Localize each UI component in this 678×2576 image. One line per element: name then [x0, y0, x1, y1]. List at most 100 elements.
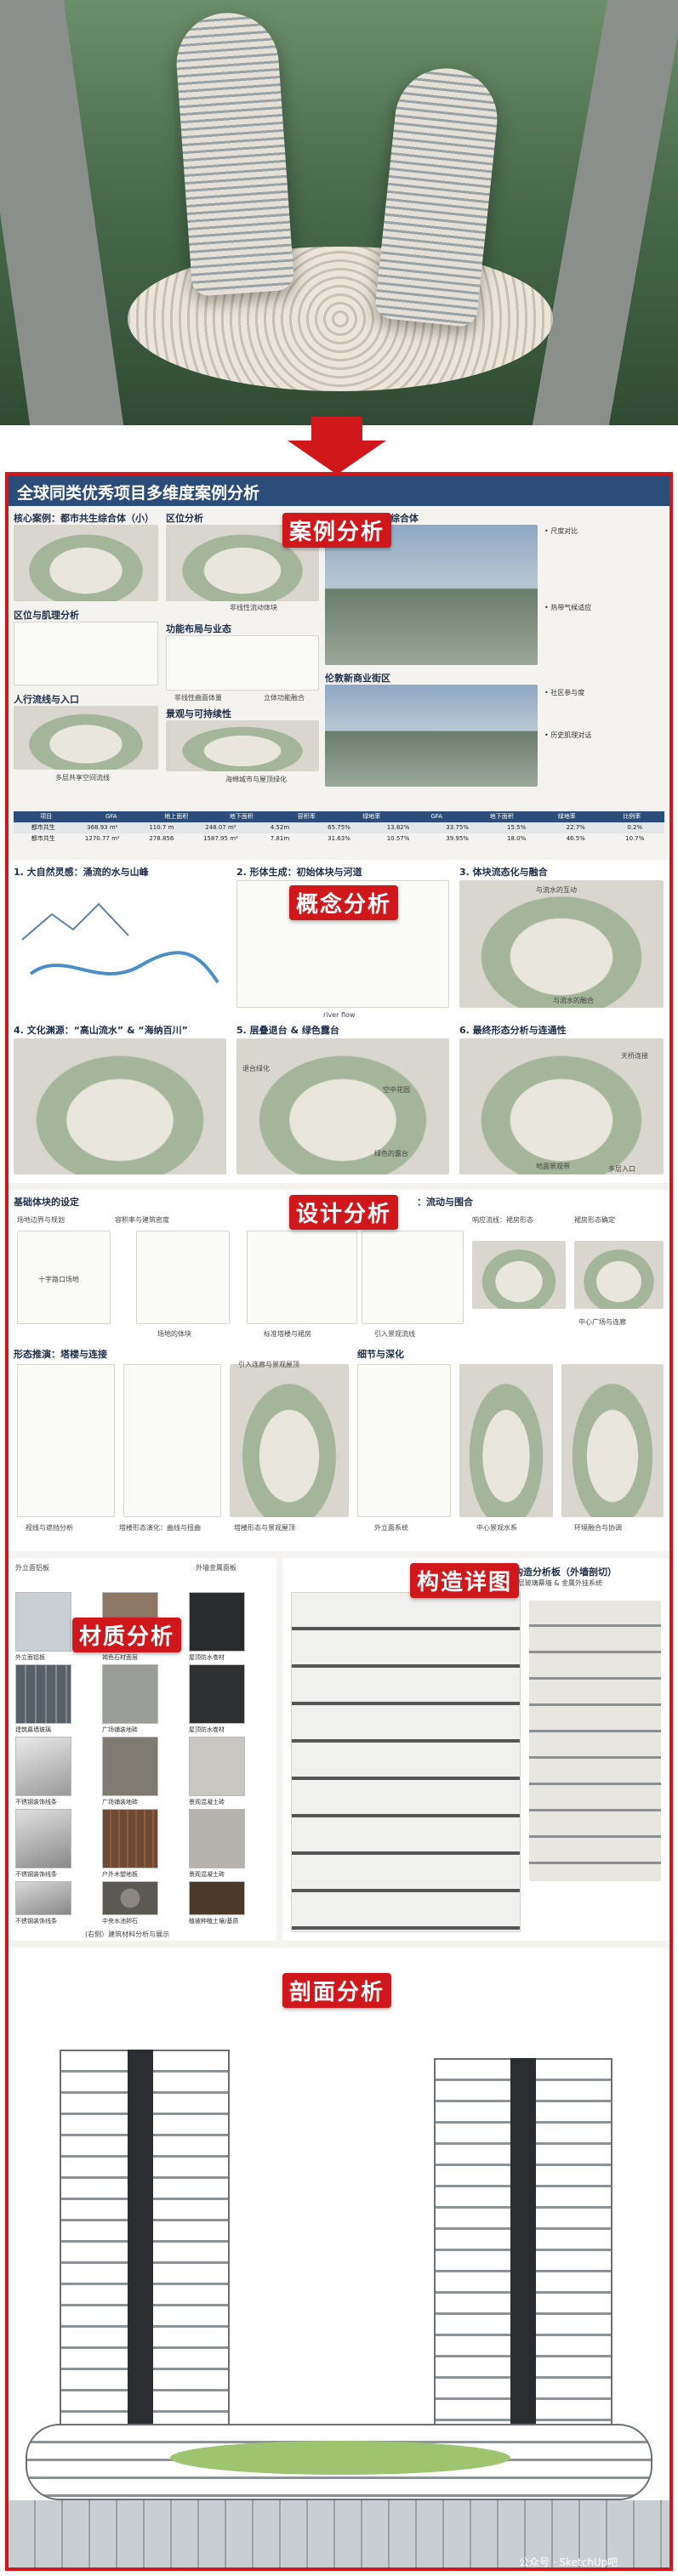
shape-title: 形态推演：塔楼与连接 — [14, 1349, 107, 1360]
central-garden — [170, 2441, 510, 2475]
caption: 标准塔楼与裙房 — [264, 1330, 311, 1338]
table-cell: 33.75% — [446, 824, 469, 831]
material-label: 建筑幕墙玻璃 — [15, 1726, 51, 1733]
table-cell: 0.2% — [627, 824, 643, 831]
landscape-label: 景观与可持续性 — [166, 708, 231, 719]
annotation: 天桥连接 — [621, 1052, 648, 1060]
table-row: 都市共生 1270.77 m² 278.856 1587.95 m² 7.81m… — [14, 833, 664, 844]
table-cell: 4.52m — [270, 824, 290, 831]
analysis-board: 全球同类优秀项目多维度案例分析 核心案例：都市共生综合体（小） 区位与肌理分析 … — [5, 472, 673, 2571]
facade-system-diagram — [357, 1364, 451, 1517]
table-cell: 1587.95 m² — [203, 835, 238, 842]
construction-detail-stamp: 构造详图 — [410, 1563, 520, 1598]
material-swatch — [102, 1664, 158, 1724]
annotation: 绿色的露台 — [374, 1150, 408, 1157]
material-swatch — [15, 1881, 71, 1915]
material-swatch — [102, 1737, 158, 1796]
caption: 外立面系统 — [374, 1524, 408, 1532]
table-head-cell: 地下面积 — [489, 813, 514, 820]
concept-step: 6. 最终形态分析与连通性 — [459, 1025, 567, 1036]
concept-step: 2. 形体生成：初始体块与河道 — [236, 867, 362, 878]
facade-3d-render — [529, 1601, 661, 1881]
case-analysis-stamp: 案例分析 — [282, 513, 392, 548]
material-label: 不锈钢装饰线条 — [15, 1871, 57, 1878]
table-cell: 18.0% — [507, 835, 527, 842]
material-label: 不锈钢装饰线条 — [15, 1799, 57, 1805]
comparison-table: 项目 GFA 地上面积 地下面积 容积率 绿地率 GFA 地下面积 绿地率 比例… — [14, 811, 664, 856]
hero-aerial-render — [0, 0, 678, 425]
table-cell: 7.81m — [270, 835, 290, 842]
annotation: 与流水的融合 — [553, 997, 594, 1004]
table-head-cell: 地上面积 — [164, 813, 189, 820]
board-header: 全球同类优秀项目多维度案例分析 — [9, 475, 669, 506]
table-head-cell: 绿地率 — [557, 813, 576, 820]
caption: 多层共享空间流线 — [55, 774, 110, 782]
caption: 海绵城市与屋顶绿化 — [225, 776, 287, 783]
landscape-flow-diagram — [362, 1231, 464, 1324]
basement-levels — [9, 2500, 669, 2567]
material-label: 植被种植土壤/基质 — [189, 1918, 239, 1925]
annotation: 多层入口 — [608, 1165, 635, 1173]
table-cell: 1270.77 m² — [84, 835, 120, 842]
culture-origin-diagram — [14, 1038, 226, 1174]
annotation: 空中花园 — [383, 1086, 410, 1094]
concept-analysis-stamp: 概念分析 — [289, 885, 399, 920]
material-label: 广场铺装地砖 — [102, 1799, 138, 1805]
table-cell: 都市共生 — [31, 824, 55, 831]
caption: 塔楼形态演化：曲线与扭曲 — [119, 1524, 201, 1532]
caption: 响应流线：裙房形态 — [472, 1216, 533, 1224]
design-left-title: 基础体块的设定 — [14, 1197, 79, 1208]
caption: 立体功能融合 — [264, 694, 305, 702]
tower-left — [173, 9, 295, 297]
material-swatch — [15, 1664, 71, 1724]
annotation: 退台绿化 — [242, 1065, 270, 1072]
water-system-diagram — [459, 1364, 553, 1517]
table-cell: 278.856 — [149, 835, 174, 842]
sightline-diagram — [17, 1364, 115, 1517]
material-label: 景观混凝土砖 — [189, 1799, 225, 1805]
concept-step: 1. 大自然灵感：涌流的水与山峰 — [14, 867, 149, 878]
table-cell: 39.95% — [446, 835, 469, 842]
table-head-cell: 比例率 — [623, 813, 641, 820]
material-label: 屋顶防水卷材 — [189, 1726, 225, 1733]
section-panel: 剖面分析 公众号 · SketchUp吧 — [9, 1948, 669, 2568]
material-label: 中央水池卵石 — [102, 1918, 138, 1925]
podium-form-diagram — [472, 1241, 566, 1309]
construction-title: 幕墙构造分析板（外墙剖切） — [495, 1567, 617, 1578]
note: • 社区参与度 — [544, 689, 585, 697]
tower-twist-diagram — [123, 1364, 221, 1517]
caption: 裙房形态确定 — [574, 1216, 615, 1224]
material-swatch — [102, 1881, 158, 1915]
note: • 尺度对比 — [544, 527, 578, 535]
board-title: 全球同类优秀项目多维度案例分析 — [17, 484, 260, 503]
material-label: 广场铺装地砖 — [102, 1726, 138, 1733]
london-label: 伦敦新商业街区 — [325, 673, 390, 684]
environment-diagram — [561, 1364, 664, 1517]
new-city-photo — [325, 525, 538, 665]
material-swatch — [15, 1809, 71, 1868]
table-cell: 46.5% — [566, 835, 585, 842]
material-label: 户外木塑地板 — [102, 1871, 138, 1878]
caption: 中心景观水系 — [476, 1524, 517, 1532]
location-diagram — [14, 622, 158, 685]
caption: 塔楼形态与景观屋顶 — [234, 1524, 295, 1532]
design-analysis-stamp: 设计分析 — [289, 1195, 399, 1230]
massing-cube-diagram — [136, 1231, 230, 1324]
table-cell: 都市共生 — [31, 835, 55, 842]
material-label: 屋顶防水卷材 — [189, 1654, 225, 1661]
watermark: 公众号 · SketchUp吧 — [519, 2556, 618, 2568]
construction-panel: 幕墙构造分析板（外墙剖切） 展示:双层玻璃幕墙 & 金属外挂系统 构造详图 — [282, 1558, 669, 1941]
design-right-title: ：流动与围合 — [417, 1197, 473, 1208]
function-layout-label: 功能布局与业态 — [166, 623, 231, 634]
table-row: 都市共生 368.93 m² 110.7 m 248.07 m² 4.52m 6… — [14, 822, 664, 833]
design-panel: 基础体块的设定 ：流动与围合 场地边界与规划 容积率与建筑密度 十字路口场地 场… — [9, 1190, 669, 1551]
material-header: 外墙金属面板 — [196, 1564, 236, 1572]
concept-panel: 1. 大自然灵感：涌流的水与山峰 2. 形体生成：初始体块与河道 3. 体块流态… — [9, 860, 669, 1183]
landscape-diagram — [166, 720, 319, 771]
caption: 场地边界与规划 — [17, 1216, 65, 1224]
material-label: 景观混凝土砖 — [189, 1871, 225, 1878]
table-cell: 65.75% — [328, 824, 350, 831]
caption: 容积率与建筑密度 — [115, 1216, 169, 1224]
table-cell: 31.63% — [328, 835, 350, 842]
table-cell: 368.93 m² — [87, 824, 118, 831]
